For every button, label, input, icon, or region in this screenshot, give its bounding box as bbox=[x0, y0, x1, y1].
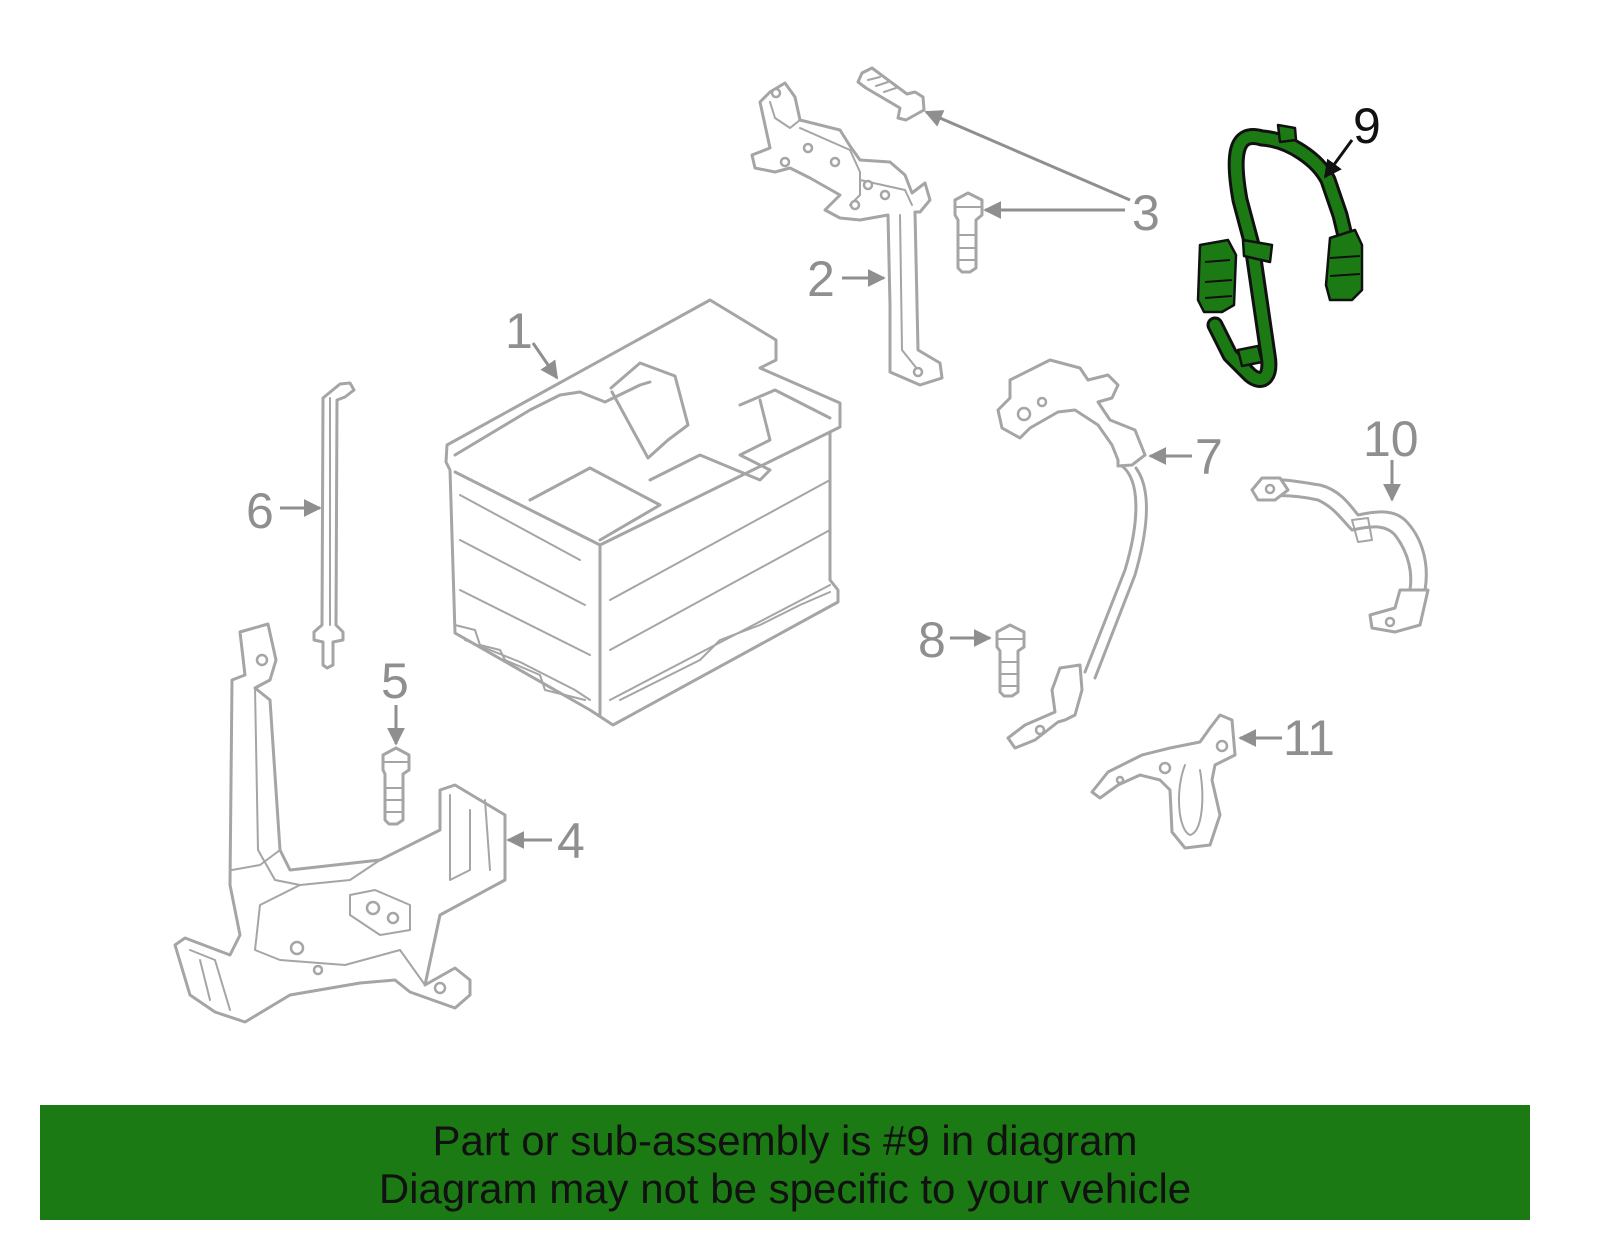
callout-4[interactable]: 4 bbox=[557, 813, 585, 869]
footer-part-note: Part or sub-assembly is #9 in diagram bbox=[432, 1117, 1138, 1164]
bolt-part-3-long[interactable] bbox=[856, 66, 926, 122]
footer-banner: Part or sub-assembly is #9 in diagram Di… bbox=[40, 1105, 1530, 1220]
callout-3-leader-a bbox=[924, 110, 1131, 202]
callout-8[interactable]: 8 bbox=[918, 612, 946, 668]
callout-10[interactable]: 10 bbox=[1363, 411, 1419, 467]
callout-1[interactable]: 1 bbox=[505, 303, 533, 359]
battery-cable-part-7[interactable] bbox=[996, 358, 1148, 750]
callout-1-leader bbox=[531, 342, 559, 380]
battery-part[interactable] bbox=[444, 298, 842, 727]
bolt-part-8[interactable] bbox=[995, 623, 1026, 698]
callout-6[interactable]: 6 bbox=[246, 483, 274, 539]
footer-disclaimer: Diagram may not be specific to your vehi… bbox=[378, 1165, 1192, 1212]
bolt-part-3-short[interactable] bbox=[953, 191, 984, 274]
hold-down-bracket-part[interactable] bbox=[750, 81, 944, 387]
callout-9-leader bbox=[1323, 139, 1354, 179]
bolt-part-5[interactable] bbox=[381, 746, 411, 826]
wiring-harness-part-9[interactable] bbox=[1196, 123, 1364, 388]
callout-3[interactable]: 3 bbox=[1132, 185, 1160, 241]
callout-9[interactable]: 9 bbox=[1353, 98, 1381, 154]
bracket-part-11[interactable] bbox=[1090, 713, 1237, 850]
callout-2[interactable]: 2 bbox=[807, 251, 835, 307]
battery-tray-part[interactable] bbox=[173, 622, 507, 1024]
rod-part-6[interactable] bbox=[312, 381, 356, 670]
callout-11[interactable]: 11 bbox=[1283, 710, 1335, 766]
callout-5[interactable]: 5 bbox=[381, 653, 409, 709]
callout-7[interactable]: 7 bbox=[1195, 429, 1223, 485]
ground-cable-part-10[interactable] bbox=[1250, 476, 1430, 634]
